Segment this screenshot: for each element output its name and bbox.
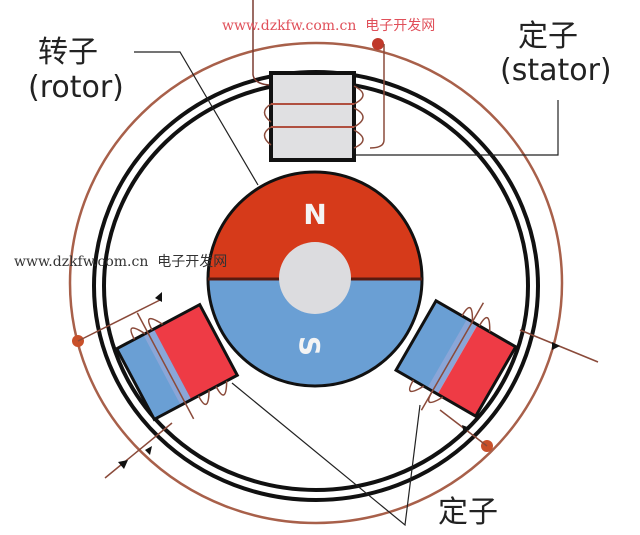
stator-bottom-label-cn: 定子	[438, 495, 498, 530]
arrow-icon	[155, 292, 162, 302]
rotor-label-cn: 转子	[38, 35, 98, 70]
wire-node	[372, 38, 384, 50]
arrow-icon	[145, 446, 152, 455]
arrow-icon	[462, 425, 470, 434]
arrow-icon	[118, 460, 128, 469]
watermark-middle: www.dzkfw.com.cn 电子开发网	[14, 254, 227, 270]
rotor: N S	[206, 170, 424, 388]
arrow-icon	[552, 342, 560, 350]
stator-bottom-leader-line	[231, 382, 421, 527]
watermark-top: www.dzkfw.com.cn 电子开发网	[222, 18, 435, 34]
stator-pole-top	[252, 0, 385, 162]
rotor-leader-line	[134, 51, 259, 186]
stator-label-en: (stator)	[500, 53, 612, 88]
south-pole-label: S	[293, 336, 326, 356]
north-pole-label: N	[303, 197, 326, 230]
rotor-shaft	[279, 242, 351, 314]
stator-leader-line	[356, 100, 559, 156]
rotor-label-en: (rotor)	[28, 70, 124, 105]
stator-pole-left	[114, 302, 240, 422]
stator-pole-right	[393, 298, 518, 419]
wire-circle	[68, 41, 564, 525]
stator-label-cn: 定子	[518, 19, 578, 54]
